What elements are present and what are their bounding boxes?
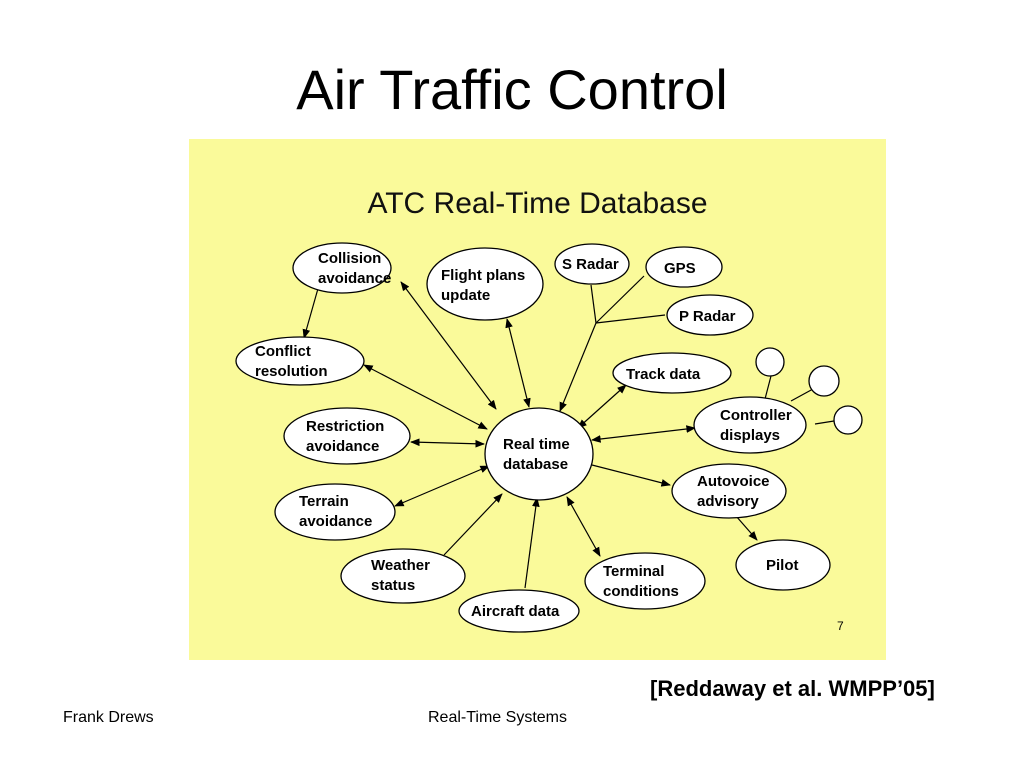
node-controller-displays (693, 396, 807, 454)
edge-terrain-center (394, 465, 490, 507)
controller-screen-2 (808, 365, 840, 397)
node-terminal-conditions (584, 552, 706, 610)
footer-course: Real-Time Systems (428, 709, 567, 726)
diagram-title: ATC Real-Time Database (367, 187, 708, 220)
edge-controller-center (591, 425, 696, 443)
edge-aircraft-center (524, 497, 540, 589)
controller-screen-3 (833, 405, 863, 435)
edge-pradar-junction (595, 314, 666, 324)
node-terrain-avoidance (274, 483, 396, 541)
edge-weather-center (443, 493, 503, 556)
node-aircraft-data (458, 589, 580, 633)
controller-screen-1 (755, 347, 785, 377)
edge-trackdata-center (577, 384, 627, 429)
node-restriction-avoidance (283, 407, 411, 465)
node-collision-avoidance (292, 242, 392, 294)
node-autovoice-advisory (671, 463, 787, 519)
edge-collision-conflict (302, 284, 320, 339)
edge-conflict-center (363, 364, 488, 430)
edge-gps-junction (595, 275, 645, 324)
edge-flightplans-center (505, 318, 531, 408)
edge-center-terminal (566, 496, 601, 557)
diagram-panel: ATC Real-Time Database (189, 139, 886, 660)
node-flight-plans-update (426, 247, 544, 321)
edge-controller-screen-1 (764, 375, 772, 400)
node-track-data (612, 352, 732, 394)
node-gps-label: GPS (664, 260, 696, 277)
footer-author: Frank Drews (63, 709, 154, 726)
page-number: 7 (837, 619, 844, 633)
node-conflict-resolution (235, 336, 365, 386)
node-aircraft-data-label: Aircraft data (471, 603, 560, 620)
edge-restriction-center (410, 438, 485, 448)
node-s-radar-label: S Radar (562, 256, 619, 273)
node-p-radar-label: P Radar (679, 308, 736, 325)
edge-center-autovoice (591, 464, 671, 487)
edge-controller-screen-2 (790, 388, 814, 402)
citation: [Reddaway et al. WMPP’05] (650, 676, 935, 701)
node-gps (645, 246, 723, 288)
node-pilot-label: Pilot (766, 557, 799, 574)
slide-title: Air Traffic Control (296, 58, 728, 121)
edge-controller-screen-3 (814, 420, 835, 425)
node-s-radar (554, 243, 630, 285)
node-p-radar (666, 294, 754, 336)
node-track-data-label: Track data (626, 366, 701, 383)
node-weather-status (340, 548, 466, 604)
node-pilot (735, 539, 831, 591)
edge-junction-center (559, 322, 597, 412)
edge-sradar-junction (590, 284, 597, 324)
node-real-time-database (484, 407, 594, 501)
